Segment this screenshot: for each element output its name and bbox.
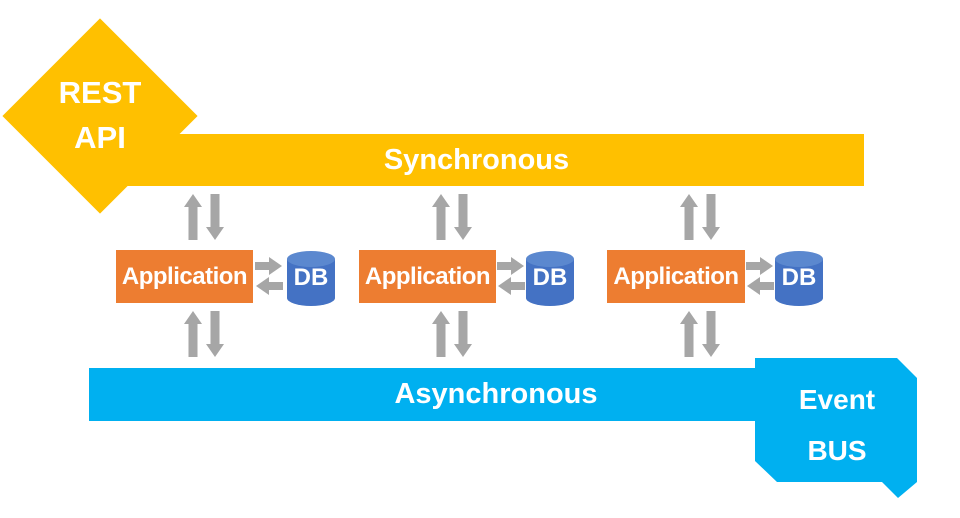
synchronous-label: Synchronous	[383, 143, 570, 176]
database-cylinder: DB	[774, 250, 824, 306]
database-icon	[287, 251, 335, 306]
database-body	[287, 259, 335, 306]
down-arrow-icon	[702, 311, 720, 357]
database-body	[526, 259, 574, 306]
vertical-arrows-icon	[680, 311, 720, 357]
event-bus-line1: Event	[798, 384, 876, 415]
database-icon	[526, 251, 574, 306]
event-bus-line2: BUS	[807, 435, 867, 466]
up-arrow-icon	[432, 194, 450, 240]
vertical-arrows-icon	[680, 194, 720, 240]
database-top	[775, 251, 823, 267]
right-arrow-icon	[497, 257, 524, 275]
up-arrow-icon	[680, 311, 698, 357]
rest-api-line1: REST	[58, 75, 142, 110]
db-sync-arrows-icon	[746, 257, 774, 295]
application-label: Application	[613, 262, 739, 290]
up-arrow-icon	[184, 311, 202, 357]
right-arrow-icon	[255, 257, 282, 275]
application-label: Application	[121, 262, 248, 290]
down-arrow-icon	[206, 311, 224, 357]
up-arrow-icon	[184, 194, 202, 240]
right-arrow-icon	[746, 257, 773, 275]
application-label: Application	[364, 262, 491, 290]
down-arrow-icon	[206, 194, 224, 240]
database-top	[287, 251, 335, 267]
db-sync-arrows-icon	[255, 257, 283, 295]
database-top	[526, 251, 574, 267]
database-label: DB	[532, 264, 568, 291]
left-arrow-icon	[256, 277, 283, 295]
database-cylinder: DB	[525, 250, 575, 306]
event-bus-polygon	[755, 358, 917, 498]
event-bus-label: Event BUS	[763, 374, 911, 476]
asynchronous-bar	[89, 368, 879, 421]
left-arrow-icon	[747, 277, 774, 295]
left-arrow-icon	[498, 277, 525, 295]
down-arrow-icon	[702, 194, 720, 240]
down-arrow-icon	[454, 194, 472, 240]
application-box: Application	[359, 250, 496, 303]
vertical-arrows-icon	[184, 311, 224, 357]
up-arrow-icon	[680, 194, 698, 240]
db-sync-arrows-icon	[497, 257, 525, 295]
application-box: Application	[607, 250, 745, 303]
vertical-arrows-icon	[184, 194, 224, 240]
vertical-arrows-icon	[432, 311, 472, 357]
database-cylinder: DB	[286, 250, 336, 306]
database-label: DB	[781, 264, 817, 291]
application-box: Application	[116, 250, 253, 303]
rest-api-line2: API	[74, 120, 126, 155]
database-icon	[775, 251, 823, 306]
database-label: DB	[293, 264, 329, 291]
database-body	[775, 259, 823, 306]
synchronous-bar: Synchronous	[125, 134, 864, 186]
up-arrow-icon	[432, 311, 450, 357]
down-arrow-icon	[454, 311, 472, 357]
vertical-arrows-icon	[432, 194, 472, 240]
event-bus-shape	[755, 358, 917, 498]
rest-api-label: REST API	[30, 70, 170, 160]
